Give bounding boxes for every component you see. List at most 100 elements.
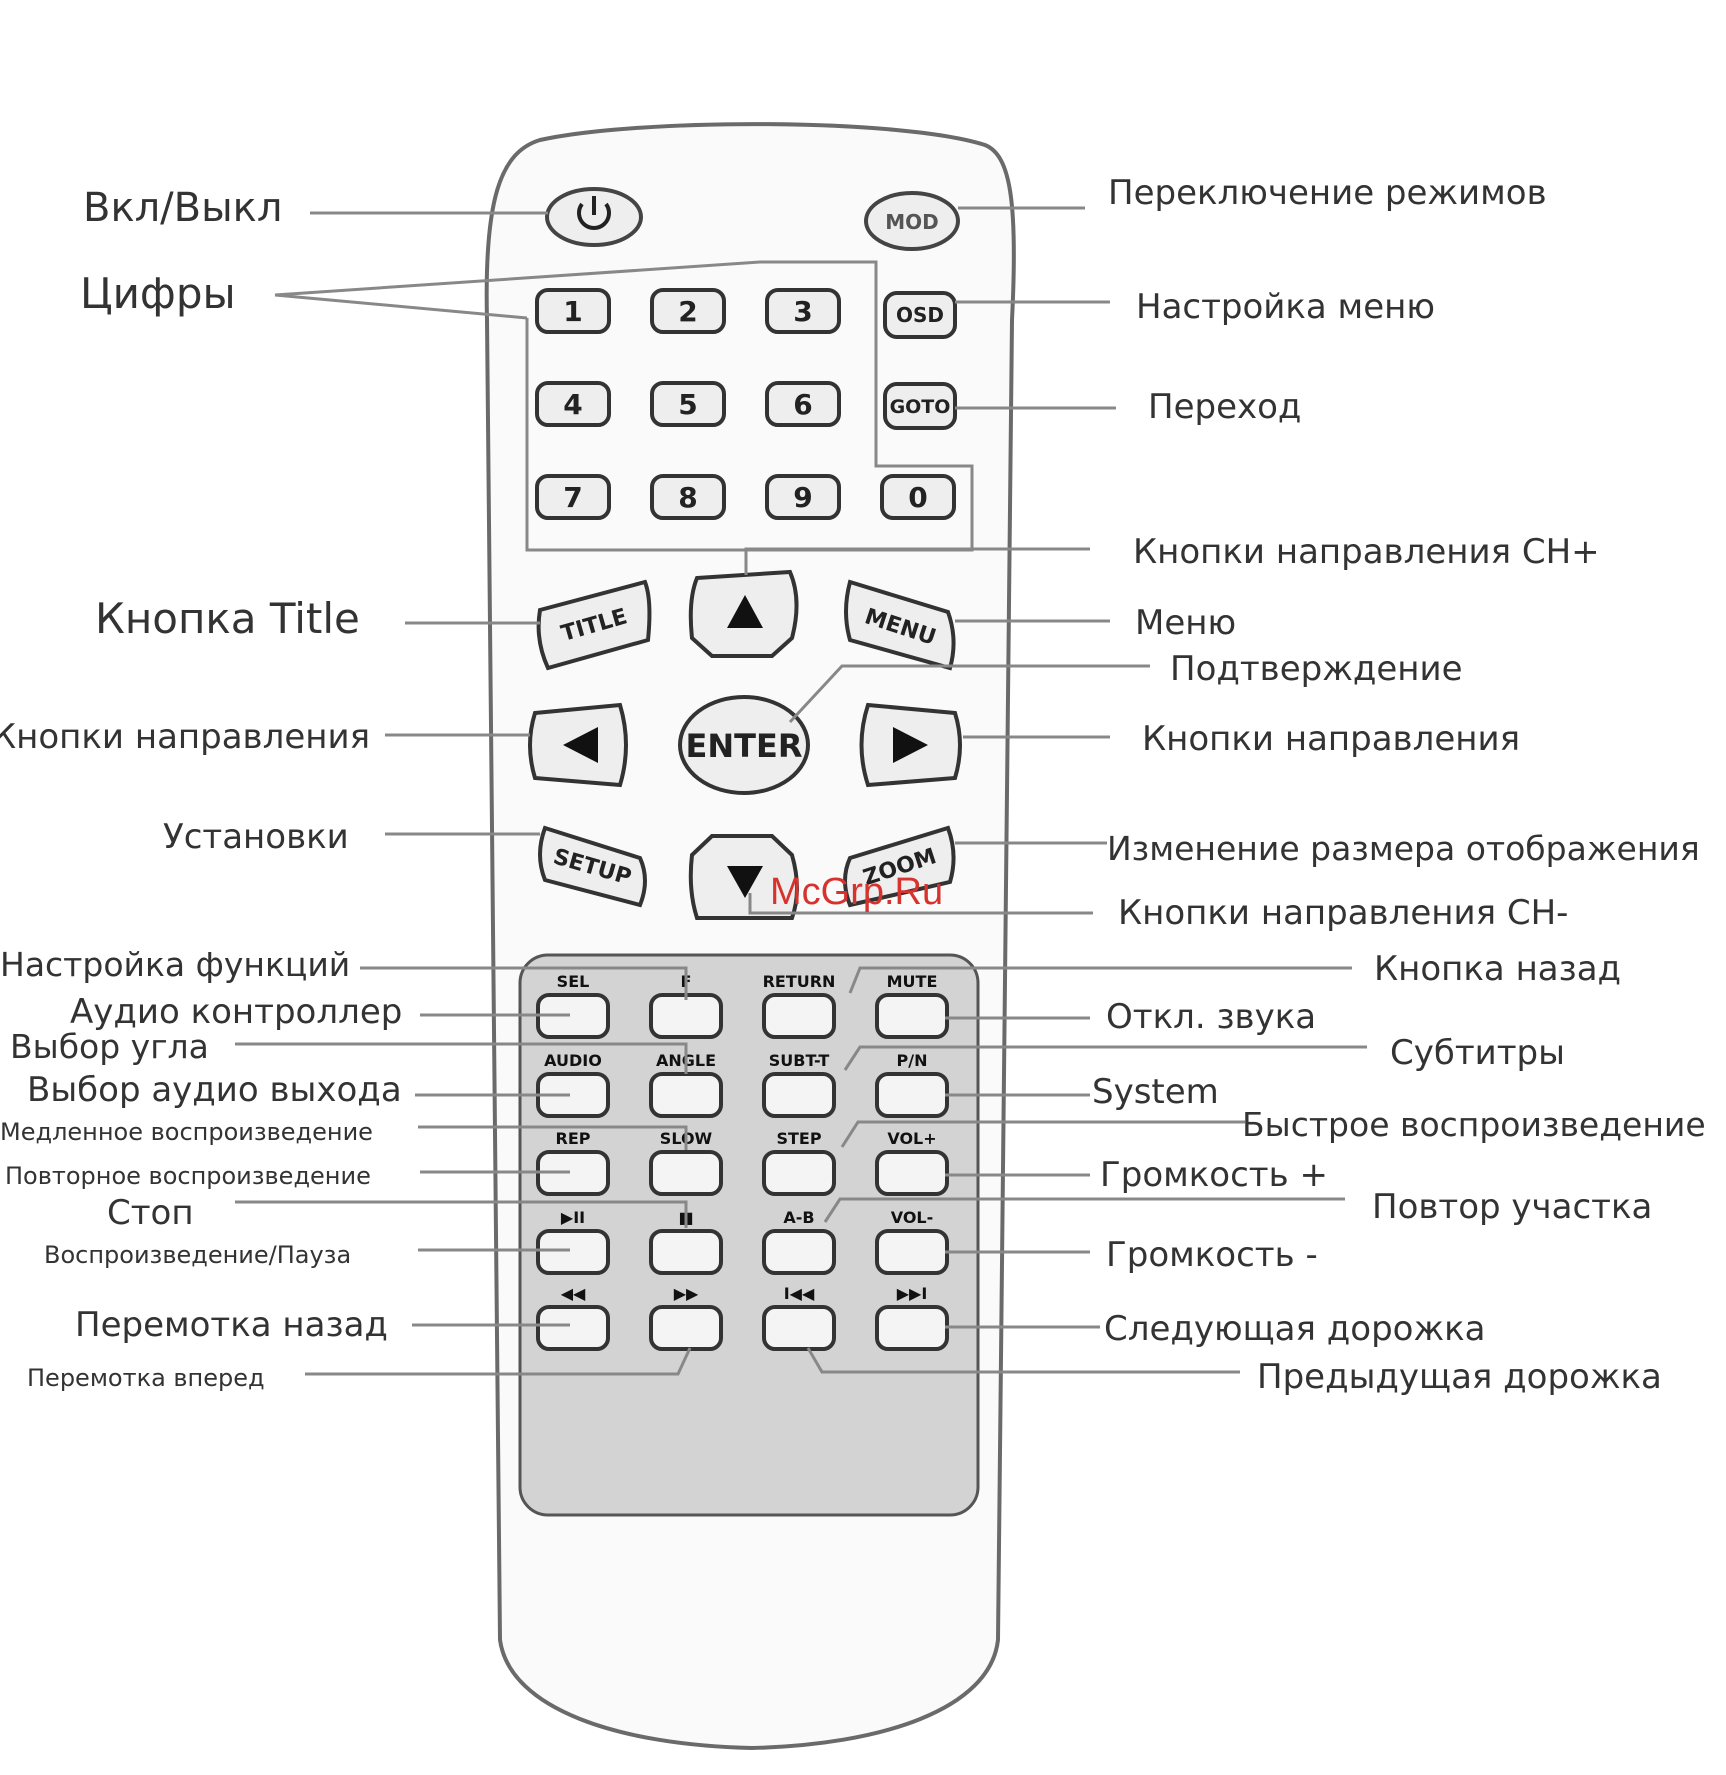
label-digits: Цифры xyxy=(80,269,236,318)
power-icon xyxy=(577,202,611,230)
label-direction-left: Кнопки направления xyxy=(0,717,371,757)
label-menu-setup: Настройка меню xyxy=(1136,287,1435,327)
zoom-button[interactable]: ZOOM xyxy=(843,825,956,908)
digit-label: 6 xyxy=(793,388,812,421)
digits-leader xyxy=(274,293,528,320)
label-mute: Откл. звука xyxy=(1106,997,1317,1037)
label-volume-down: Громкость - xyxy=(1106,1235,1318,1275)
leader-lines xyxy=(235,206,1367,1376)
function-key[interactable]: VOL+ xyxy=(875,1129,949,1196)
function-key-label: ▶II xyxy=(561,1208,585,1227)
up-arrow-icon xyxy=(727,595,763,628)
digits-bracket xyxy=(274,260,974,552)
label-angle-select: Выбор угла xyxy=(10,1027,209,1066)
label-confirm: Подтверждение xyxy=(1170,649,1463,689)
function-key-label: VOL+ xyxy=(887,1129,936,1148)
digit-button-3[interactable]: 4 xyxy=(535,381,611,427)
label-function-setup: Настройка функций xyxy=(0,945,351,984)
label-repeat-play: Повторное воспроизведение xyxy=(5,1162,371,1190)
digit-button-9[interactable]: 0 xyxy=(880,474,956,520)
digit-label: 7 xyxy=(563,481,582,514)
digit-button-4[interactable]: 5 xyxy=(650,381,726,427)
label-fast-play: Быстрое воспроизведение xyxy=(1242,1105,1706,1144)
function-key[interactable]: ■ xyxy=(649,1208,723,1275)
enter-button[interactable]: ENTER xyxy=(678,695,810,795)
function-key[interactable]: ▶▶ xyxy=(649,1284,723,1351)
digit-label: 2 xyxy=(678,295,697,328)
function-key[interactable]: I◀◀ xyxy=(762,1284,836,1351)
right-arrow-icon xyxy=(893,727,928,763)
label-settings: Установки xyxy=(163,817,349,857)
mod-button-label: MOD xyxy=(885,210,939,234)
function-key[interactable]: A-B xyxy=(762,1208,836,1275)
digit-button-2[interactable]: 3 xyxy=(765,288,841,334)
label-menu: Меню xyxy=(1135,603,1237,643)
goto-button[interactable]: GOTO xyxy=(883,382,957,430)
digit-button-8[interactable]: 9 xyxy=(765,474,841,520)
label-fast-forward: Перемотка вперед xyxy=(27,1364,265,1392)
label-volume-up: Громкость + xyxy=(1100,1155,1328,1195)
function-key[interactable]: SUBT-T xyxy=(762,1051,836,1118)
label-power: Вкл/Выкл xyxy=(83,185,283,231)
power-button[interactable] xyxy=(545,187,643,247)
label-system: System xyxy=(1092,1072,1219,1112)
function-key[interactable]: SLOW xyxy=(649,1129,723,1196)
label-prev-track: Предыдущая дорожка xyxy=(1257,1357,1662,1397)
label-mode-switch: Переключение режимов xyxy=(1108,173,1547,213)
down-button[interactable] xyxy=(688,834,799,920)
digit-button-1[interactable]: 2 xyxy=(650,288,726,334)
label-title-button: Кнопка Title xyxy=(95,594,360,643)
title-button[interactable]: TITLE xyxy=(536,579,652,671)
menu-button[interactable]: MENU xyxy=(844,579,956,671)
up-button[interactable] xyxy=(688,569,799,658)
function-key-label: SEL xyxy=(557,972,590,991)
digit-label: 0 xyxy=(908,481,927,514)
label-stop: Стоп xyxy=(107,1193,194,1233)
osd-button[interactable]: OSD xyxy=(883,291,957,339)
digit-label: 3 xyxy=(793,295,812,328)
function-key-label: P/N xyxy=(897,1051,928,1070)
digit-label: 9 xyxy=(793,481,812,514)
label-ch-plus: Кнопки направления CH+ xyxy=(1133,532,1600,572)
label-audio-controller: Аудио контроллер xyxy=(70,992,403,1032)
function-key[interactable]: STEP xyxy=(762,1129,836,1196)
function-key-label: ▶▶ xyxy=(674,1284,699,1303)
function-key[interactable]: RETURN xyxy=(762,972,836,1039)
mod-button[interactable]: MOD xyxy=(864,191,960,251)
digit-label: 8 xyxy=(678,481,697,514)
function-key-label: RETURN xyxy=(763,972,836,991)
label-ch-minus: Кнопки направления CH- xyxy=(1118,893,1569,933)
digit-button-7[interactable]: 8 xyxy=(650,474,726,520)
function-key-label: ◀◀ xyxy=(561,1284,586,1303)
function-key[interactable]: P/N xyxy=(875,1051,949,1118)
left-button[interactable] xyxy=(528,702,628,788)
enter-button-label: ENTER xyxy=(686,727,803,765)
digit-label: 4 xyxy=(563,388,582,421)
function-key-label: VOL- xyxy=(891,1208,934,1227)
digit-label: 5 xyxy=(678,388,697,421)
digit-button-6[interactable]: 7 xyxy=(535,474,611,520)
label-play-pause: Воспроизведение/Пауза xyxy=(44,1241,352,1269)
osd-button-label: OSD xyxy=(896,303,944,327)
function-key[interactable]: AUDIO xyxy=(536,1051,610,1118)
label-audio-output: Выбор аудио выхода xyxy=(27,1070,402,1110)
right-button[interactable] xyxy=(859,702,962,788)
digit-button-0[interactable]: 1 xyxy=(535,288,611,334)
label-goto: Переход xyxy=(1148,387,1302,427)
digit-button-5[interactable]: 6 xyxy=(765,381,841,427)
setup-button[interactable]: SETUP xyxy=(538,825,647,908)
function-key[interactable]: ◀◀ xyxy=(536,1284,610,1351)
function-key-label: I◀◀ xyxy=(784,1284,815,1303)
label-next-track: Следующая дорожка xyxy=(1104,1309,1486,1349)
function-key[interactable]: SEL xyxy=(536,972,610,1039)
left-arrow-icon xyxy=(563,727,598,763)
label-subtitles: Субтитры xyxy=(1390,1033,1565,1073)
goto-button-label: GOTO xyxy=(890,396,951,418)
function-key-label: AUDIO xyxy=(544,1051,602,1070)
function-key-label: A-B xyxy=(783,1208,814,1227)
function-key[interactable]: MUTE xyxy=(875,972,949,1039)
label-slow-play: Медленное воспроизведение xyxy=(0,1118,373,1146)
function-key[interactable]: ▶II xyxy=(536,1208,610,1275)
label-direction-right: Кнопки направления xyxy=(1142,719,1521,759)
